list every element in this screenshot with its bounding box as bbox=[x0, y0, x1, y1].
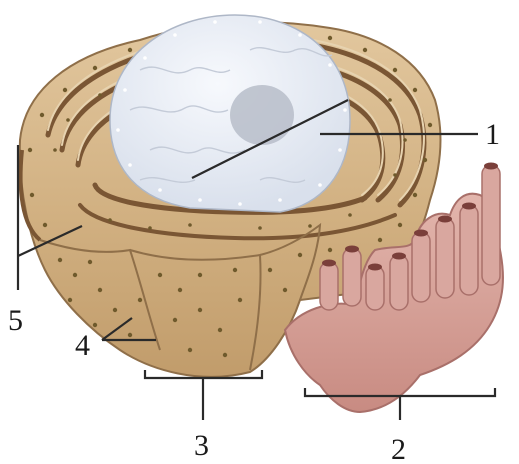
label-1: 1 bbox=[485, 118, 500, 151]
nucleolus bbox=[230, 85, 294, 145]
label-5: 5 bbox=[8, 304, 23, 337]
nucleus bbox=[110, 15, 350, 212]
label-2: 2 bbox=[391, 433, 406, 464]
label-4: 4 bbox=[75, 329, 90, 362]
nuclear-envelope bbox=[110, 15, 350, 212]
label-3: 3 bbox=[194, 429, 209, 462]
